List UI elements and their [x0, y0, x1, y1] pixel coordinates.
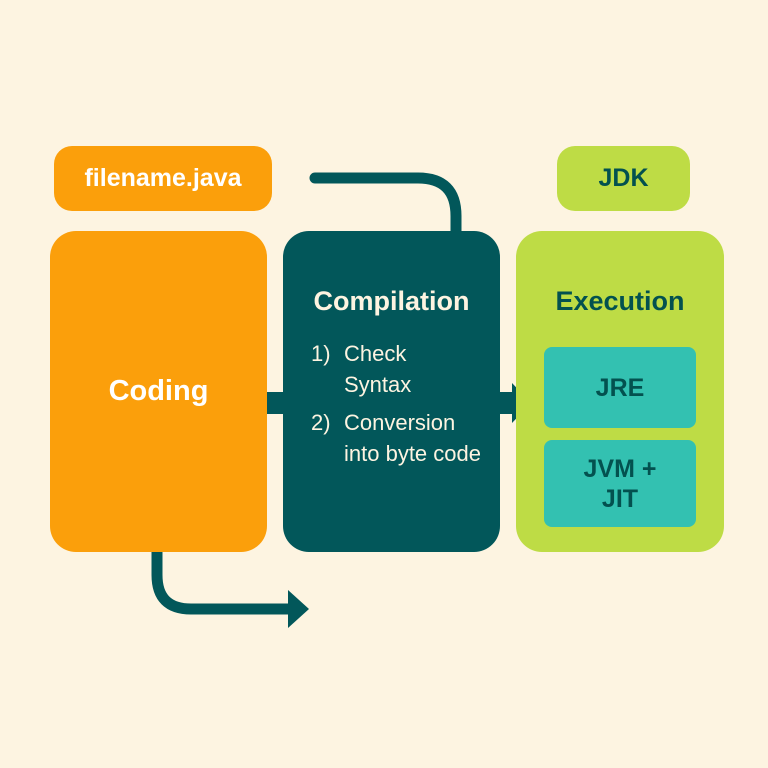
compilation-to-execution-arrow — [498, 383, 531, 423]
compilation-stage: Compilation 1) Check Syntax 2) Conversio… — [283, 231, 500, 552]
jdk-label: JDK — [557, 146, 690, 211]
jvm-jit-component: JVM + JIT — [544, 440, 696, 527]
execution-title: Execution — [555, 286, 685, 316]
bottom-arrow-head — [288, 590, 309, 628]
step-text: Check Syntax — [344, 341, 412, 397]
step-number: 1) — [311, 341, 331, 366]
execution-stage: Execution JRE JVM + JIT — [516, 231, 724, 552]
jre-label: JRE — [595, 373, 645, 402]
jvm-label: JVM + — [583, 454, 657, 483]
coding-stage: Coding — [50, 231, 267, 552]
compilation-step: 1) Check Syntax — [311, 338, 464, 400]
compilation-title: Compilation — [313, 286, 470, 316]
coding-to-compilation-connector — [265, 392, 285, 414]
compilation-step: 2) Conversion into byte code — [311, 407, 484, 469]
top-curved-connector — [309, 172, 462, 238]
filename-label: filename.java — [54, 146, 272, 211]
step-number: 2) — [311, 410, 331, 435]
jre-component: JRE — [544, 347, 696, 428]
jit-label: JIT — [601, 484, 639, 513]
bottom-curved-arrow-line — [151, 550, 292, 615]
coding-label: Coding — [108, 375, 209, 407]
step-text: Conversion into byte code — [344, 410, 481, 466]
